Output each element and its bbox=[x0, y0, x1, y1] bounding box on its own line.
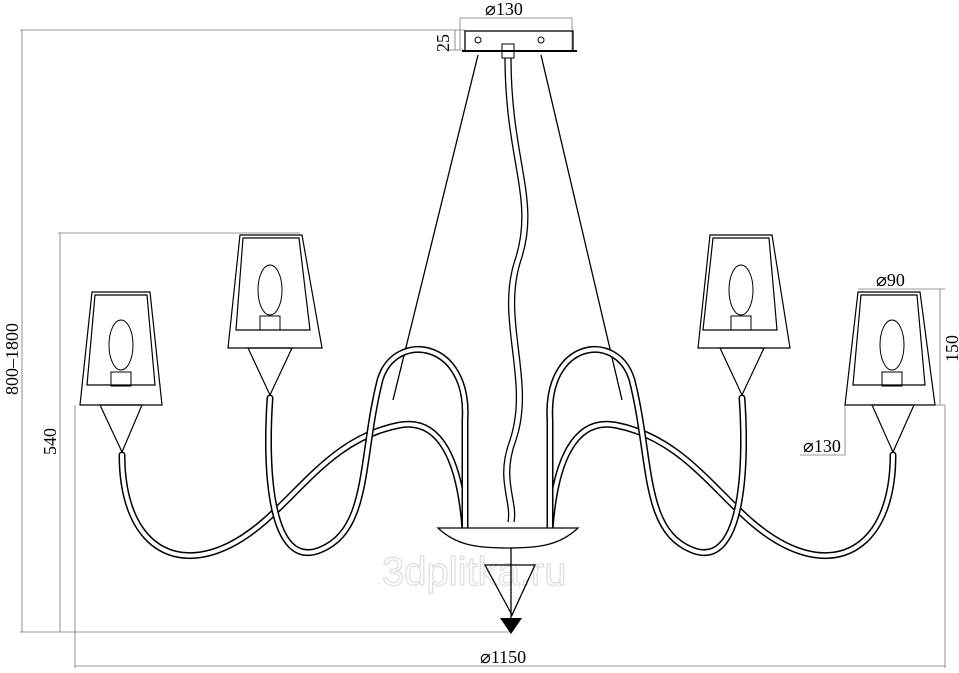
suspension-wires bbox=[392, 54, 623, 523]
total-height-label: 800–1800 bbox=[2, 323, 22, 395]
lamp-3 bbox=[697, 234, 791, 397]
lamp-2 bbox=[227, 234, 323, 397]
lamp-1 bbox=[79, 291, 163, 454]
dimension-lines bbox=[20, 17, 946, 668]
arms bbox=[118, 345, 897, 559]
overall-diameter-label: ⌀1150 bbox=[480, 647, 526, 667]
shade-bottom-diameter-label: ⌀130 bbox=[803, 436, 841, 456]
shade-height-label: 150 bbox=[942, 335, 959, 362]
canopy-height-label: 25 bbox=[433, 34, 453, 52]
canopy-diameter-label: ⌀130 bbox=[485, 0, 523, 19]
watermark: 3dplitka.ru bbox=[382, 550, 567, 594]
canopy bbox=[462, 30, 577, 59]
shade-top-diameter-label: ⌀90 bbox=[876, 270, 905, 290]
central-bowl bbox=[436, 527, 580, 634]
lamp-4 bbox=[844, 291, 936, 454]
body-height-label: 540 bbox=[40, 428, 60, 455]
